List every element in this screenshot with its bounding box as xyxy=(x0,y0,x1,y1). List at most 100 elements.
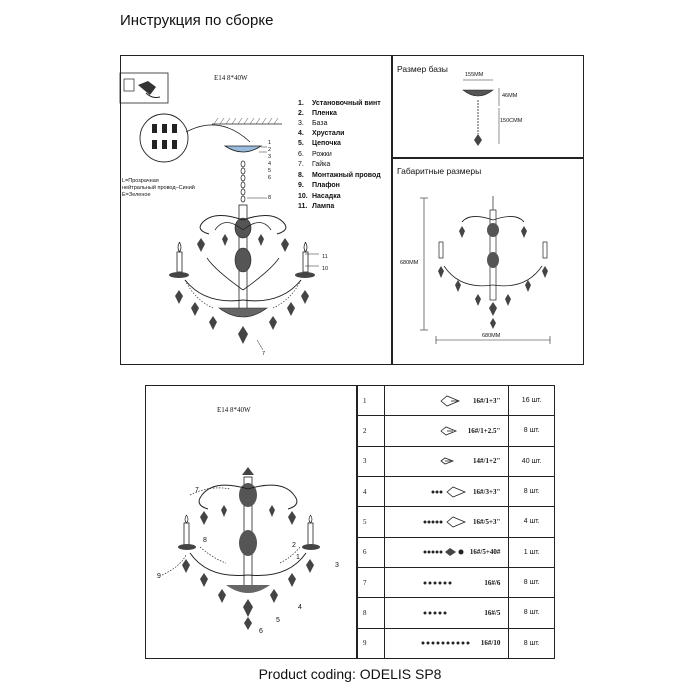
part-number: 9 xyxy=(356,627,386,660)
part-qty: 8 шт. xyxy=(508,475,555,508)
part-spec: 16#/5+40# xyxy=(469,548,501,557)
part-qty: 8 шт. xyxy=(508,597,555,629)
part-image-cell: 16#/1+2.5" xyxy=(384,415,510,447)
base-drop-label: 150CMM xyxy=(500,118,523,124)
part-number: 5 xyxy=(356,506,386,538)
part-image-cell: 14#/1+2" xyxy=(384,445,510,477)
legend-item: 7. Гайка xyxy=(298,161,331,168)
base-size-panel xyxy=(392,55,584,158)
crystal-callout-4: 4 xyxy=(298,604,302,611)
legend-item: 9. Плафон xyxy=(298,182,340,189)
wiring-note-line-1: L=Прозрачная xyxy=(122,178,159,184)
legend-item: 10. Насадка xyxy=(298,193,341,200)
overall-size-panel xyxy=(392,158,584,365)
part-qty: 16 шт. xyxy=(508,384,555,417)
bead-strand-icon xyxy=(423,611,447,615)
overall-size-drawing xyxy=(420,196,551,344)
bulb-spec-bottom: E14 8*40W xyxy=(217,406,251,414)
wiring-detail-icon xyxy=(139,113,251,163)
legend-item: 3. База xyxy=(298,120,328,127)
hand-install-icon xyxy=(119,72,169,104)
crystal-callout-9: 9 xyxy=(157,573,161,580)
part-qty: 8 шт. xyxy=(508,566,555,599)
callout-2: 2 xyxy=(268,147,272,153)
part-number: 6 xyxy=(356,536,386,568)
part-spec: 16#/1+2.5" xyxy=(467,426,501,435)
bead-strand-icon xyxy=(423,581,452,585)
part-spec: 16#/1+3" xyxy=(473,396,501,405)
legend-item: 5. Цепочка xyxy=(298,140,341,147)
table-row: 6 16#/5+40# 1 шт. xyxy=(356,536,555,568)
callout-8: 8 xyxy=(268,195,272,201)
legend-item: 4. Хрустали xyxy=(298,130,345,137)
crystal-drop-icon xyxy=(440,457,455,465)
table-row: 8 16#/5 8 шт. xyxy=(356,597,555,629)
part-image-cell: 16#/5+3" xyxy=(384,506,510,538)
part-qty: 8 шт. xyxy=(508,627,555,660)
product-coding: Product coding: ODELIS SP8 xyxy=(258,666,442,682)
crystal-drop-icon xyxy=(440,426,458,436)
crystal-callout-2: 2 xyxy=(292,542,296,549)
part-spec: 16#/6 xyxy=(484,578,501,587)
wiring-note-line-2: нейтральный провод–Синий xyxy=(122,185,195,191)
callout-5: 5 xyxy=(268,168,272,174)
legend-item: 2. Пленка xyxy=(298,110,337,117)
crystal-callout-3: 3 xyxy=(335,562,339,569)
overall-width-label: 680MM xyxy=(482,333,501,339)
callout-10: 10 xyxy=(322,266,329,272)
wiring-note-line-3: E=Зеленое xyxy=(122,192,151,198)
part-image-cell: 16#/5+40# xyxy=(384,536,510,568)
part-image-cell: 16#/3+3" xyxy=(384,475,510,508)
table-row: 2 16#/1+2.5" 8 шт. xyxy=(356,415,555,447)
base-height-label: 46MM xyxy=(502,93,518,99)
callout-11: 11 xyxy=(322,254,328,260)
table-row: 5 16#/5+3" 4 шт. xyxy=(356,506,555,538)
part-qty: 1 шт. xyxy=(508,536,555,568)
bottom-diagram-panel xyxy=(145,385,357,659)
legend-item: 11. Лампа xyxy=(298,203,335,210)
part-spec: 14#/1+2" xyxy=(473,457,501,466)
part-number: 2 xyxy=(356,415,386,447)
part-spec: 16#/5+3" xyxy=(473,517,501,526)
part-image-cell: 16#/1+3" xyxy=(384,384,510,417)
part-image-cell: 16#/6 xyxy=(384,566,510,599)
page-title: Инструкция по сборке xyxy=(120,12,274,29)
crystal-strand-icon xyxy=(423,548,464,557)
overall-size-title: Габаритные размеры xyxy=(397,166,482,176)
crystal-callout-7: 7 xyxy=(195,487,199,494)
ceiling-hatch xyxy=(212,117,282,125)
legend-item: 1. Установочный винт xyxy=(298,100,381,107)
crystal-callout-5: 5 xyxy=(276,617,280,624)
part-qty: 4 шт. xyxy=(508,506,555,538)
part-number: 3 xyxy=(356,445,386,477)
part-qty: 8 шт. xyxy=(508,415,555,447)
overall-height-label: 680MM xyxy=(400,260,419,266)
table-row: 3 14#/1+2" 40 шт. xyxy=(356,445,555,477)
part-image-cell: 16#/10 xyxy=(384,627,510,660)
crystal-parts-table: 1 16#/1+3" 16 шт. 2 16#/1+2.5" 8 шт. 3 1… xyxy=(356,384,555,660)
part-number: 7 xyxy=(356,566,386,599)
crystal-strand-icon xyxy=(431,486,467,498)
callout-3: 3 xyxy=(268,154,272,160)
callout-6: 6 xyxy=(268,175,272,181)
table-row: 9 16#/10 8 шт. xyxy=(356,627,555,660)
part-qty: 40 шт. xyxy=(508,445,555,477)
bulb-spec-top: E14 8*40W xyxy=(214,74,248,82)
part-image-cell: 16#/5 xyxy=(384,597,510,629)
callout-1: 1 xyxy=(268,140,272,146)
bead-strand-icon xyxy=(421,641,470,645)
part-spec: 16#/5 xyxy=(484,608,501,617)
chandelier-exploded-drawing xyxy=(169,145,319,351)
table-row: 7 16#/6 8 шт. xyxy=(356,566,555,599)
table-row: 4 16#/3+3" 8 шт. xyxy=(356,475,555,508)
crystal-callout-6: 6 xyxy=(259,628,263,635)
part-number: 8 xyxy=(356,597,386,629)
callout-4: 4 xyxy=(268,161,272,167)
base-width-label: 155MM xyxy=(465,72,484,78)
part-spec: 16#/10 xyxy=(480,639,501,648)
crystal-strand-icon xyxy=(423,516,467,528)
base-size-title: Размер базы xyxy=(397,64,448,74)
callout-7: 7 xyxy=(262,351,266,357)
base-size-drawing xyxy=(462,79,500,146)
part-number: 1 xyxy=(356,384,386,417)
